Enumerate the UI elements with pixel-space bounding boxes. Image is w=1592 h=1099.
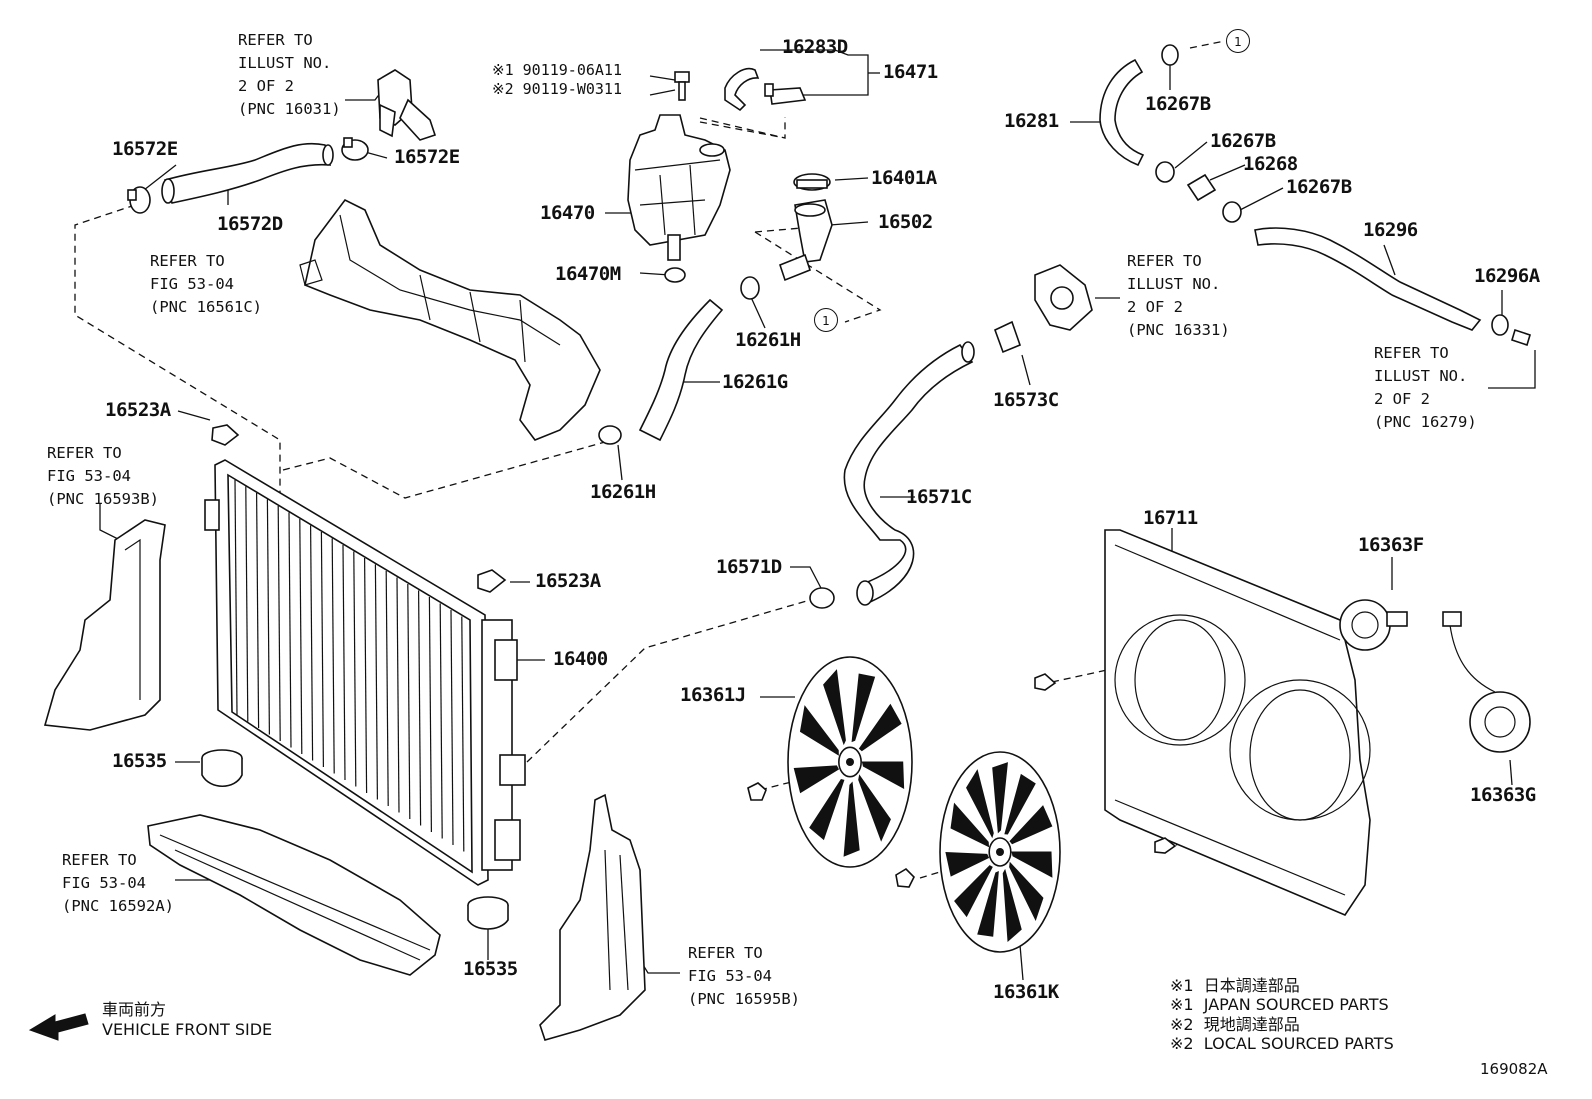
bolt-label-2: ※2 90119-W0311 <box>492 80 622 98</box>
fan-motor-16363G <box>1442 611 1531 753</box>
label-16268: 16268 <box>1243 153 1298 175</box>
label-16523A-mid: 16523A <box>535 570 601 592</box>
sourcing-note-1: ※1 日本調達部品 <box>1170 976 1300 995</box>
ref-pnc-16592A: REFER TO FIG 53-04 (PNC 16592A) <box>62 851 174 915</box>
label-16573C: 16573C <box>993 389 1059 411</box>
hose-clamp-16572E-right <box>341 137 369 161</box>
label-16535-bottom: 16535 <box>463 958 518 980</box>
label-16361K: 16361K <box>993 981 1059 1003</box>
vehicle-front-jp: 車両前方 <box>102 1000 167 1019</box>
fan-nut-right <box>895 867 915 888</box>
label-16535-left: 16535 <box>112 750 167 772</box>
label-16523A-top: 16523A <box>105 399 171 421</box>
hose-clamp-16571D <box>809 587 835 609</box>
radiator-air-duct <box>299 198 601 441</box>
hose-clamp-16573C <box>993 320 1022 354</box>
hose-clamp-16267B-low <box>1222 201 1242 223</box>
ref-pnc-16561C: REFER TO FIG 53-04 (PNC 16561C) <box>150 252 262 316</box>
radiator-filler-neck-16502 <box>779 199 833 282</box>
upper-radiator-hose-16572D <box>161 142 334 204</box>
shroud-bolt-top <box>1034 673 1057 691</box>
vehicle-front-en: VEHICLE FRONT SIDE <box>102 1020 273 1039</box>
label-16502: 16502 <box>878 211 933 233</box>
label-16400: 16400 <box>553 648 608 670</box>
hose-clamp-16267B-mid <box>1155 161 1175 183</box>
label-16572D: 16572D <box>217 213 283 235</box>
hose-clamp-16572E-left <box>127 186 151 214</box>
connection-marker-1-bottom: 1 <box>814 308 838 332</box>
label-16471: 16471 <box>883 61 938 83</box>
vehicle-front-arrow-icon <box>28 1013 89 1041</box>
label-16711: 16711 <box>1143 507 1198 529</box>
label-16363G: 16363G <box>1470 784 1536 806</box>
reserve-tank-hose-16283D <box>724 68 760 112</box>
bypass-hose-16296 <box>1254 227 1482 331</box>
fan-nut-left <box>747 782 767 801</box>
label-16261G: 16261G <box>722 371 788 393</box>
label-16267B-mid: 16267B <box>1210 130 1276 152</box>
hose-clamp-16261H-bottom <box>598 425 622 445</box>
label-16261H-top: 16261H <box>735 329 801 351</box>
water-inlet-16331 <box>1034 264 1093 331</box>
radiator-support-cushion-16523A-top <box>211 424 240 446</box>
fan-motor-16363F <box>1339 599 1408 651</box>
label-16571C: 16571C <box>906 486 972 508</box>
cooling-fan-16361K <box>939 751 1061 953</box>
connection-marker-1-top: 1 <box>1226 29 1250 53</box>
bolt-label-1: ※1 90119-06A11 <box>492 61 622 79</box>
label-16261H-bottom: 16261H <box>590 481 656 503</box>
radiator-hose-16261G <box>638 298 724 442</box>
sourcing-note-3: ※2 現地調達部品 <box>1170 1015 1300 1034</box>
radiator-side-seal-left <box>43 519 166 731</box>
label-16296: 16296 <box>1363 219 1418 241</box>
bolt-90119 <box>674 71 690 101</box>
reserve-tank-16470 <box>627 114 731 261</box>
radiator-lower-seal <box>147 814 441 976</box>
hose-clamp-16261H-top <box>740 276 760 300</box>
radiator-cap-16401A <box>793 173 831 191</box>
cooling-fan-16361J <box>787 656 913 868</box>
water-bypass-pipe-16268 <box>1186 173 1217 202</box>
label-16401A: 16401A <box>871 167 937 189</box>
sourcing-note-2: ※1 JAPAN SOURCED PARTS <box>1170 995 1389 1014</box>
ref-pnc-16279: REFER TO ILLUST NO. 2 OF 2 (PNC 16279) <box>1374 344 1477 431</box>
label-16361J: 16361J <box>680 684 746 706</box>
sourcing-note-4: ※2 LOCAL SOURCED PARTS <box>1170 1034 1394 1053</box>
label-16572E-right: 16572E <box>394 146 460 168</box>
lower-radiator-cushion-16535-left <box>201 749 243 788</box>
label-16296A: 16296A <box>1474 265 1540 287</box>
figure-id: 169082A <box>1480 1060 1548 1078</box>
bypass-hose-16281 <box>1099 58 1145 167</box>
label-16281: 16281 <box>1004 110 1059 132</box>
ref-pnc-16595B: REFER TO FIG 53-04 (PNC 16595B) <box>688 944 800 1008</box>
shroud-bolt-bottom <box>1154 837 1177 854</box>
label-16571D: 16571D <box>716 556 782 578</box>
hose-clamp-16267B-top <box>1161 44 1179 66</box>
water-outlet-16031 <box>377 69 437 141</box>
radiator-assembly-16400 <box>204 459 526 886</box>
label-16283D: 16283D <box>782 36 848 58</box>
label-16267B-top: 16267B <box>1145 93 1211 115</box>
reserve-tank-hose-16471 <box>764 83 807 105</box>
lower-radiator-cushion-16535-bottom <box>467 896 509 930</box>
label-16470M: 16470M <box>555 263 621 285</box>
radiator-side-seal-right <box>539 793 646 1041</box>
ref-pnc-16031: REFER TO ILLUST NO. 2 OF 2 (PNC 16031) <box>238 31 341 118</box>
label-16572E-left: 16572E <box>112 138 178 160</box>
label-16267B-low: 16267B <box>1286 176 1352 198</box>
lower-radiator-hose-16571C <box>843 341 975 606</box>
label-16470: 16470 <box>540 202 595 224</box>
fan-shroud-16711 <box>1104 529 1371 916</box>
label-16363F: 16363F <box>1358 534 1424 556</box>
hose-clamp-16296A <box>1491 314 1531 347</box>
ref-pnc-16593B: REFER TO FIG 53-04 (PNC 16593B) <box>47 444 159 508</box>
reserve-tank-cushion-16470M <box>664 267 686 283</box>
radiator-support-cushion-16523A-mid <box>477 569 507 593</box>
ref-pnc-16331: REFER TO ILLUST NO. 2 OF 2 (PNC 16331) <box>1127 252 1230 339</box>
